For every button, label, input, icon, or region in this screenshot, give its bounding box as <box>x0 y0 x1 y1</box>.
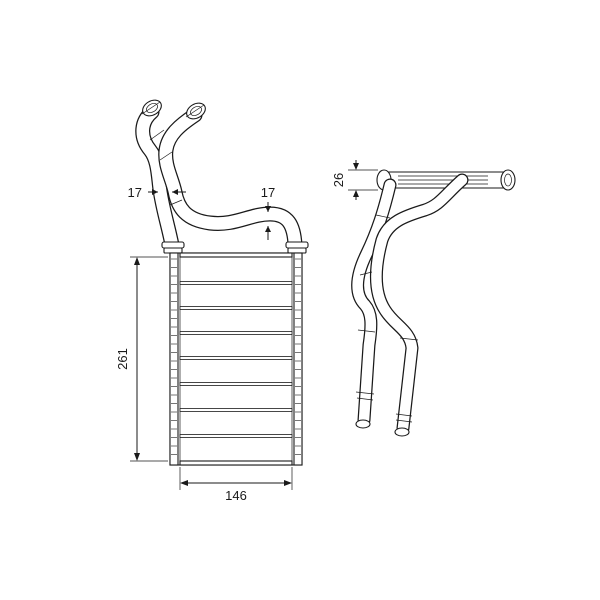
radiator-tank-ribs <box>171 258 301 455</box>
side-pipes <box>351 173 469 435</box>
radiator-fin-divider <box>179 331 293 335</box>
radiator-fin-divider <box>179 281 293 285</box>
front-view: 17 17 261 146 <box>115 99 309 503</box>
radiator-fin-divider <box>179 306 293 310</box>
dimension-core-height-label: 261 <box>115 348 130 370</box>
radiator-fin-divider <box>179 434 293 438</box>
side-pipe-end-left <box>355 419 371 429</box>
radiator-fins <box>179 281 293 438</box>
radiator-fin-divider <box>179 382 293 386</box>
dimension-pipe-right: 17 <box>261 185 275 240</box>
side-pipe-end-right <box>394 427 410 437</box>
dimension-pipe-left: 17 <box>128 185 186 200</box>
dimension-core-height: 261 <box>115 256 168 462</box>
dimension-core-width: 146 <box>179 467 293 503</box>
front-collar-right <box>285 241 309 254</box>
dimension-side-depth: 26 <box>331 160 378 200</box>
front-pipe-end-left <box>141 99 162 117</box>
dimension-pipe-right-label: 17 <box>261 185 275 200</box>
front-pipe-end-right <box>185 102 206 120</box>
dimension-pipe-left-label: 17 <box>128 185 142 200</box>
side-view: 26 <box>331 160 516 437</box>
front-pipes <box>135 104 303 253</box>
dimension-side-depth-label: 26 <box>331 173 346 187</box>
radiator-fin-divider <box>179 408 293 412</box>
front-collar-left <box>161 241 185 254</box>
radiator-fin-divider <box>179 356 293 360</box>
dimension-core-width-label: 146 <box>225 488 247 503</box>
